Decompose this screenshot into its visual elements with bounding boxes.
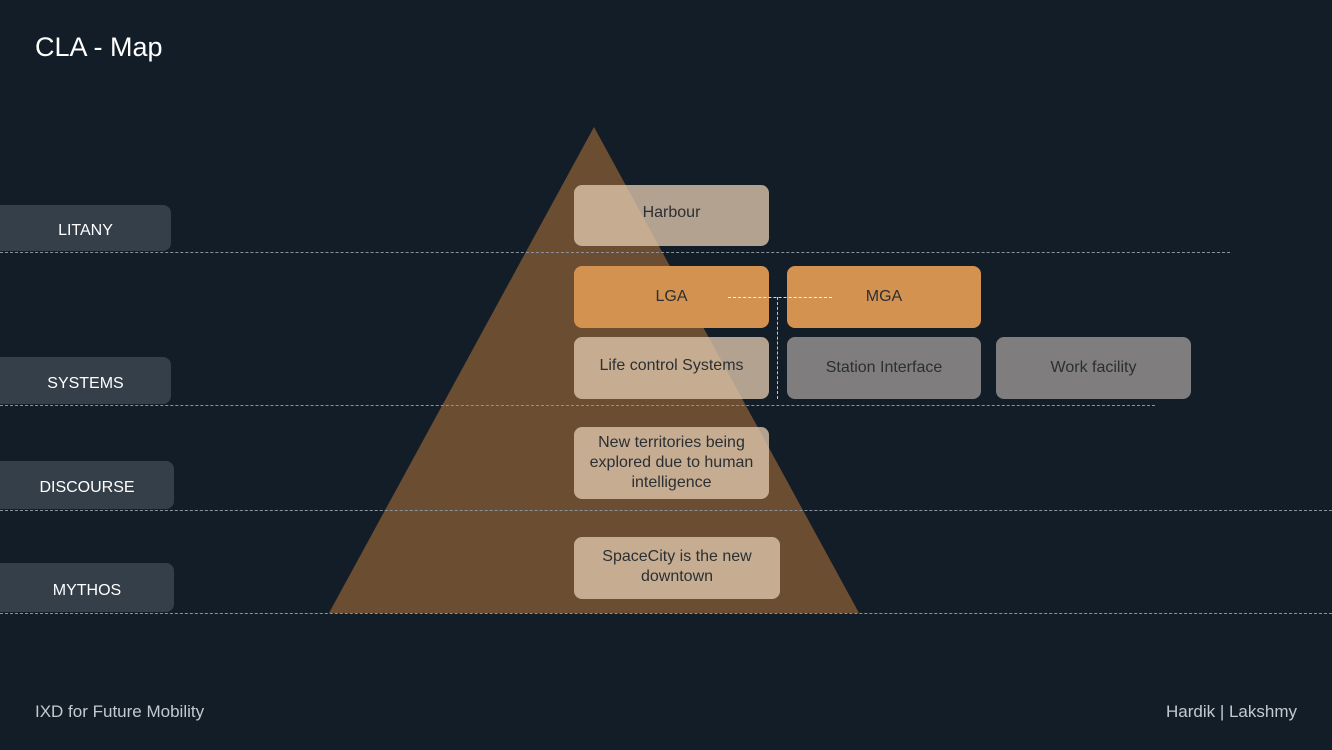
box-spacecity: SpaceCity is the new downtown	[574, 537, 780, 599]
layer-label: LITANY	[58, 222, 113, 239]
vertical-connector	[777, 297, 778, 399]
box-label: Station Interface	[825, 359, 943, 376]
box-harbour: Harbour	[574, 185, 769, 246]
layer-tab-litany: LITANY	[0, 205, 171, 251]
page-title: CLA - Map	[35, 32, 163, 62]
layer-divider-systems	[0, 405, 1155, 406]
layer-tab-mythos: MYTHOS	[0, 563, 174, 612]
box-life-control-systems: Life control Systems	[574, 337, 769, 399]
box-label: Harbour	[642, 203, 701, 221]
footer-authors: Hardik | Lakshmy	[1165, 702, 1297, 721]
layer-label: DISCOURSE	[39, 479, 135, 496]
layer-tab-systems: SYSTEMS	[0, 357, 171, 404]
box-work-facility: Work facility	[996, 337, 1191, 399]
layer-divider-discourse	[0, 510, 1332, 511]
layer-label: MYTHOS	[52, 581, 122, 599]
layer-label: SYSTEMS	[47, 374, 124, 392]
layer-divider-mythos	[0, 613, 1332, 614]
lga-mga-connector	[728, 297, 832, 298]
box-label: SpaceCity is the new downtown	[602, 548, 752, 585]
box-label: Work facility	[1050, 359, 1137, 376]
box-label: MGA	[865, 288, 903, 305]
layer-divider-litany	[0, 252, 1230, 253]
box-label: New territories being explored due to hu…	[589, 434, 754, 491]
footer-course-title: IXD for Future Mobility	[35, 702, 205, 721]
box-station-interface: Station Interface	[787, 337, 981, 399]
box-new-territories: New territories being explored due to hu…	[574, 427, 769, 499]
box-label: Life control Systems	[599, 357, 744, 374]
box-label: LGA	[655, 288, 688, 305]
layer-tab-discourse: DISCOURSE	[0, 461, 174, 509]
